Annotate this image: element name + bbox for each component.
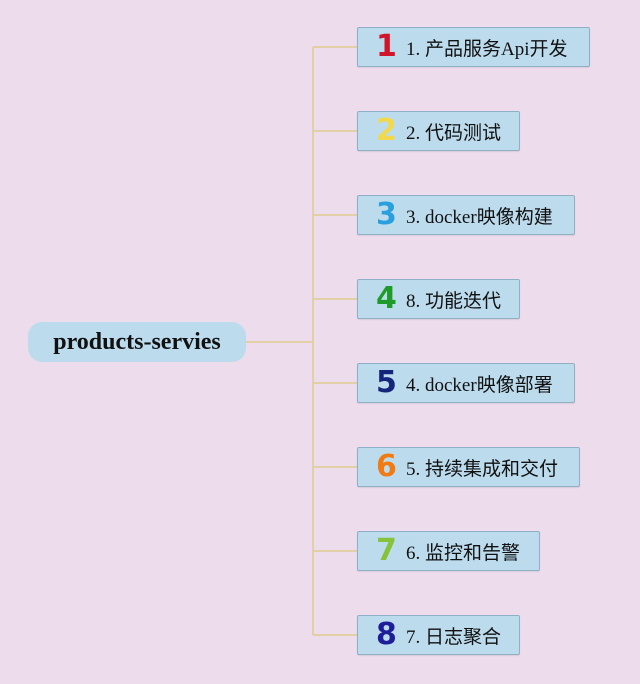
subtopic-2[interactable]: 2 2. 代码测试 xyxy=(357,111,520,151)
priority-3-icon: 3 xyxy=(376,197,397,232)
subtopic-5[interactable]: 5 4. docker映像部署 xyxy=(357,363,575,403)
priority-1-icon: 1 xyxy=(376,29,397,64)
subtopic-8[interactable]: 8 7. 日志聚合 xyxy=(357,615,520,655)
priority-2-icon: 2 xyxy=(376,113,397,148)
priority-4-icon: 4 xyxy=(376,281,397,316)
priority-6-icon: 6 xyxy=(376,449,397,484)
subtopic-label: 1. 产品服务Api开发 xyxy=(406,38,568,60)
subtopic-6[interactable]: 6 5. 持续集成和交付 xyxy=(357,447,580,487)
subtopic-label: 7. 日志聚合 xyxy=(406,626,502,648)
subtopic-label: 5. 持续集成和交付 xyxy=(406,458,559,480)
priority-5-icon: 5 xyxy=(376,365,397,400)
subtopic-7[interactable]: 7 6. 监控和告警 xyxy=(357,531,540,571)
priority-8-icon: 8 xyxy=(376,617,397,652)
subtopic-3[interactable]: 3 3. docker映像构建 xyxy=(357,195,575,235)
subtopic-4[interactable]: 4 8. 功能迭代 xyxy=(357,279,520,319)
root-topic[interactable]: products-servies xyxy=(28,322,246,362)
subtopic-label: 2. 代码测试 xyxy=(406,122,502,144)
subtopic-label: 8. 功能迭代 xyxy=(406,290,502,312)
subtopic-label: 6. 监控和告警 xyxy=(406,542,521,564)
root-topic-label: products-servies xyxy=(53,328,221,355)
subtopic-label: 4. docker映像部署 xyxy=(406,374,553,396)
subtopic-label: 3. docker映像构建 xyxy=(406,206,553,228)
priority-7-icon: 7 xyxy=(376,533,397,568)
subtopic-1[interactable]: 1 1. 产品服务Api开发 xyxy=(357,27,590,67)
